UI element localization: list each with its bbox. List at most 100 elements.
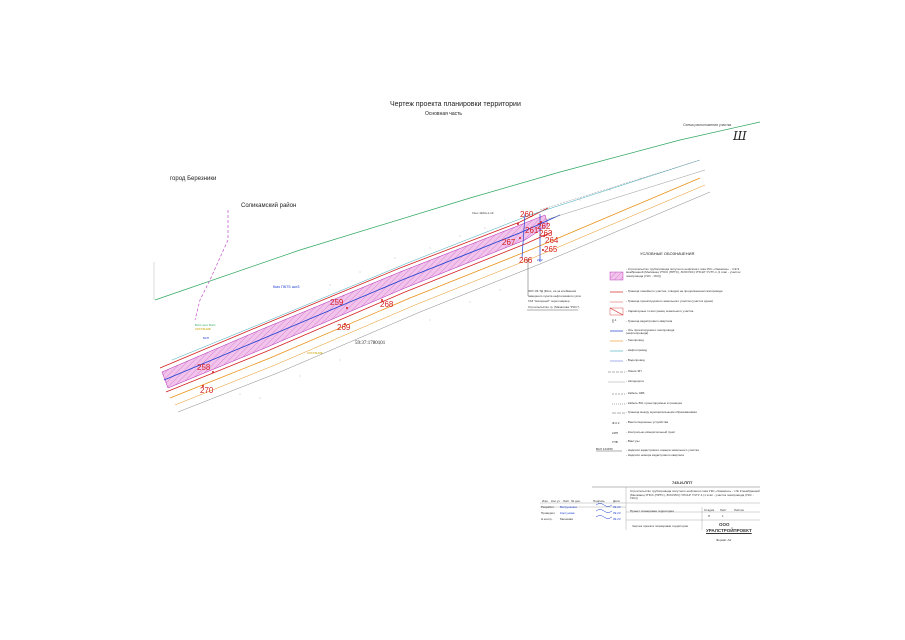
legend-swatch-points [609, 307, 624, 316]
pipeline-corridor [161, 214, 549, 389]
legend-item: - Газопровод [626, 338, 644, 342]
city-label: город Березники [170, 176, 217, 182]
road-line-1 [169, 177, 701, 399]
legend-item: - Граница кадастрового квартала [626, 319, 673, 323]
drawing-subtitle: Основная часть [425, 111, 463, 117]
legend-item: - Кабель ЭКБ [626, 391, 645, 395]
note-line-4: Строительство гр. (Мазалова "РОС") [528, 305, 580, 309]
legend-title: УСЛОВНЫЕ ОБОЗНАЧЕНИЯ [640, 251, 695, 256]
terrain-texture [239, 177, 641, 399]
legend-item: - Водопровод [626, 358, 645, 362]
bkp-label: БКП [203, 336, 209, 340]
legend-item: - Нефтепровод [626, 348, 647, 352]
ks-right-label: КС2 [537, 258, 543, 262]
right-blue-mark-1 [521, 213, 526, 259]
stamp-date: 09.23 [613, 505, 621, 509]
note-line-1: ЗОУ-03-ТД (Бзпс, из-за клеймения [528, 289, 577, 293]
legend-item: - Надписи номера кадастрового квартала [626, 453, 684, 457]
point-label-266: 266 [519, 256, 533, 265]
legend-item: - Граница между муниципальными образован… [626, 410, 697, 414]
point-label-264: 264 [545, 236, 559, 245]
utility-line-1 [171, 159, 701, 361]
stamp-role-checker: Проверил [541, 511, 555, 515]
utility-line-2 [177, 191, 711, 413]
legend-symbol-val: ВАЛ 123456 [596, 447, 613, 451]
legend-item: - Граница линейного участка, отводов на … [626, 289, 723, 293]
stamp-header: Подпись [593, 499, 605, 503]
point-label-262: 262 [537, 222, 551, 231]
scheme-label: Схема расположения участка [683, 123, 732, 127]
point-label-259: 259 [330, 298, 344, 307]
drawing-title: Чертеж проекта планировки территории [390, 101, 521, 108]
point-label-269: 269 [337, 323, 351, 332]
note-line-3: ГАЗ "Нагорный" через маркер [528, 299, 570, 303]
stamp-format: Формат А2 [716, 538, 732, 542]
stamp-header: Изм. [542, 499, 549, 503]
note-line-2: замерного пункта нефтегазового узла [528, 294, 581, 298]
legend-swatch-pipeline [609, 271, 624, 281]
stamp-name-checker: Кортунова [560, 511, 575, 515]
legend-item: - Характерные точки границ земельного уч… [626, 309, 694, 313]
signature-3 [595, 515, 613, 519]
stamp-name-developer: Ватрушкина [560, 505, 577, 509]
stamp-sheets-header: Листов [734, 508, 744, 512]
point-label-270: 270 [200, 386, 214, 395]
stamp-name-normcontrol: Мешкова [560, 517, 573, 521]
stamp-stage-header: Стадия [704, 508, 715, 512]
legend-symbol-f02: Ф-0.2 [612, 421, 620, 425]
district-border [194, 210, 229, 321]
point-label-268: 268 [380, 300, 394, 309]
stamp-description: Строительство трубопровода попутного неф… [630, 489, 760, 501]
yellow-label-2: КОГРЗНИЕ [307, 351, 323, 355]
legend-symbol-kip: КИП [612, 431, 619, 435]
signature-2 [595, 509, 613, 513]
legend-symbol-k1: К-1 [612, 318, 617, 322]
stamp-header: Лист [563, 499, 570, 503]
stamp-code: 745-И-ППТ [672, 480, 693, 485]
survey-line-2 [544, 169, 706, 221]
stamp-role-normcontrol: Н.контр. [541, 517, 553, 521]
stamp-org-prefix: ООО [719, 522, 730, 527]
legend-item: - Надписи кадастрового номера земельного… [626, 448, 699, 452]
point-marks [202, 221, 545, 387]
stamp-date: 09.23 [613, 511, 621, 515]
stamp-header: № док. [571, 499, 581, 503]
red-boundary-upper [159, 207, 549, 369]
stamp-org-name: УРАЛСТРОЙПРОЕКТ [706, 528, 752, 533]
stamp-sheet-name: Чертеж проекта планировки территории [632, 524, 689, 528]
point-label-267: 267 [502, 238, 516, 247]
point-label-260: 260 [520, 210, 534, 219]
legend-symbol-gpv: ГПВ [612, 440, 618, 444]
signature-1 [595, 503, 613, 507]
stamp-sheet-value: 1 [722, 514, 724, 518]
stamp-role-developer: Разработ. [541, 505, 555, 509]
stamp-stage-value: П [708, 514, 711, 518]
legend-item: - Строительство трубопровода попутного н… [626, 267, 741, 278]
legend-item: - Ось проектируемого газопровода (нефтеп… [626, 328, 675, 336]
legend-item: - Граница проектируемого земельного учас… [626, 299, 714, 303]
legend-item: - Автодорога [626, 379, 644, 383]
municipal-boundary [154, 121, 761, 301]
stamp-project-name: Проект планировки территории [630, 509, 674, 513]
legend-swatch-points-line [609, 307, 624, 316]
stamp-sheet-header: Лист [720, 508, 727, 512]
point-label-265: 265 [544, 245, 558, 254]
scheme-symbol: Ш [733, 129, 747, 143]
district-label: Соликамский район [241, 203, 297, 209]
road-line-2 [174, 184, 706, 406]
stamp-header: Кол.уч [551, 499, 560, 503]
gate-label: Узел 1103+1-1К [472, 211, 494, 215]
legend-item: - Контрольно-измерительный пункт [626, 430, 676, 434]
legend-item: - Вантузы [626, 439, 640, 443]
survey-line-1 [539, 159, 701, 211]
legend-item: - Линия ЭП [626, 369, 642, 373]
pipeline-axis [163, 214, 561, 381]
point-label-258: 258 [197, 363, 211, 372]
point-label-263: 263 [539, 229, 553, 238]
legend-item: - Кабель ВЭ, проектируемые в границах [626, 401, 683, 405]
yellow-label-1: КОГРЗНИЕ [195, 327, 211, 331]
cadastral-block-label: 59:37:1780101 [355, 341, 386, 346]
legend-item: - Вентиляционные устройства [626, 420, 669, 424]
